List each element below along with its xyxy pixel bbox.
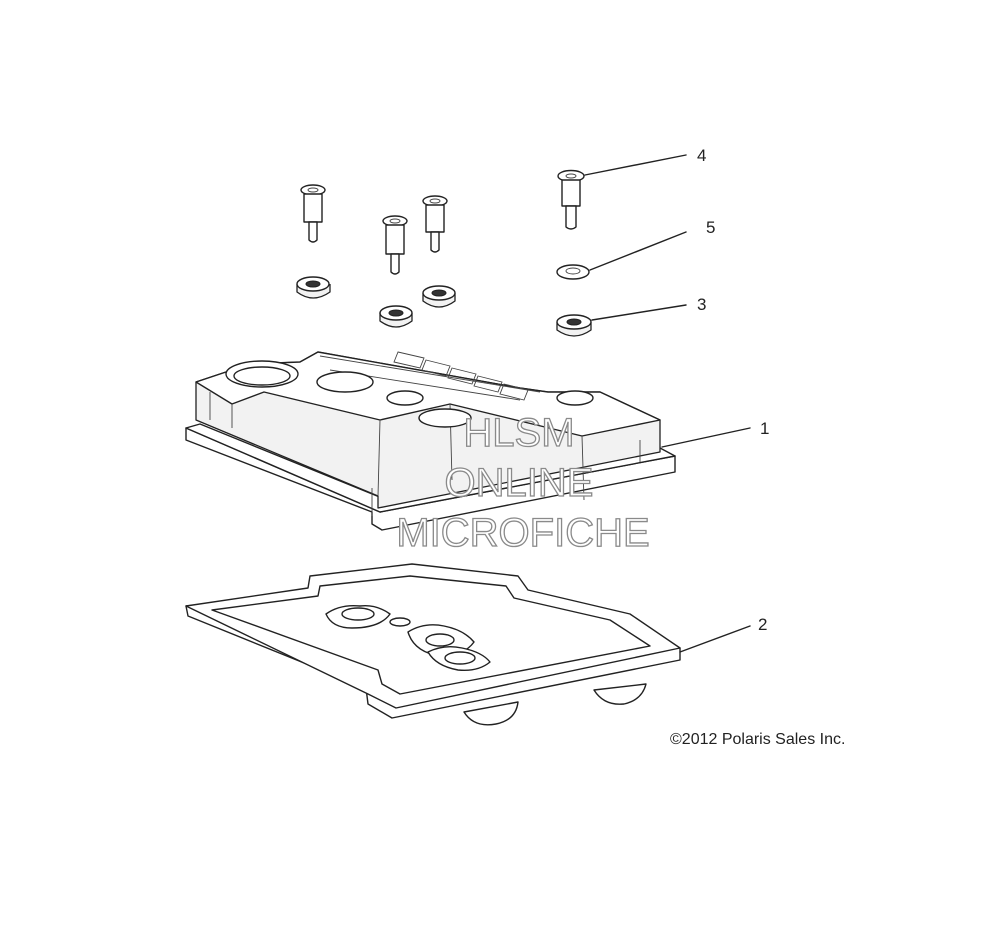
leader-line-5 [589, 231, 687, 271]
logo-relief [393, 351, 529, 401]
watermark-line-2: ONLINE [445, 461, 594, 505]
bolt [557, 169, 585, 230]
washer [556, 264, 590, 280]
leader-line-1 [661, 427, 751, 448]
watermark-line-3: MICROFICHE [396, 511, 649, 555]
watermark: HLSM ONLINE MICROFICHE [396, 410, 651, 555]
leader-line-3 [591, 304, 687, 321]
callout-5: 5 [706, 218, 715, 237]
callout-1: 1 [760, 419, 769, 438]
callout-2: 2 [758, 615, 767, 634]
bolt [382, 215, 408, 275]
bolt [422, 195, 448, 253]
leader-line-4 [584, 154, 687, 176]
valve-cover [185, 351, 676, 531]
bolt [300, 184, 326, 243]
callout-3: 3 [697, 295, 706, 314]
callout-numbers: 4 5 3 1 2 [697, 146, 769, 634]
grommet [296, 276, 331, 299]
bolt-group [300, 169, 585, 275]
grommet [379, 305, 413, 328]
watermark-line-1: HLSM [463, 411, 574, 455]
leader-line-2 [679, 625, 751, 653]
leader-lines [584, 154, 751, 653]
callout-4: 4 [697, 146, 706, 165]
grommet-group [296, 276, 592, 337]
grommet [422, 285, 456, 308]
grommet [556, 314, 592, 337]
copyright-notice: ©2012 Polaris Sales Inc. [670, 731, 846, 748]
gasket [185, 563, 681, 726]
